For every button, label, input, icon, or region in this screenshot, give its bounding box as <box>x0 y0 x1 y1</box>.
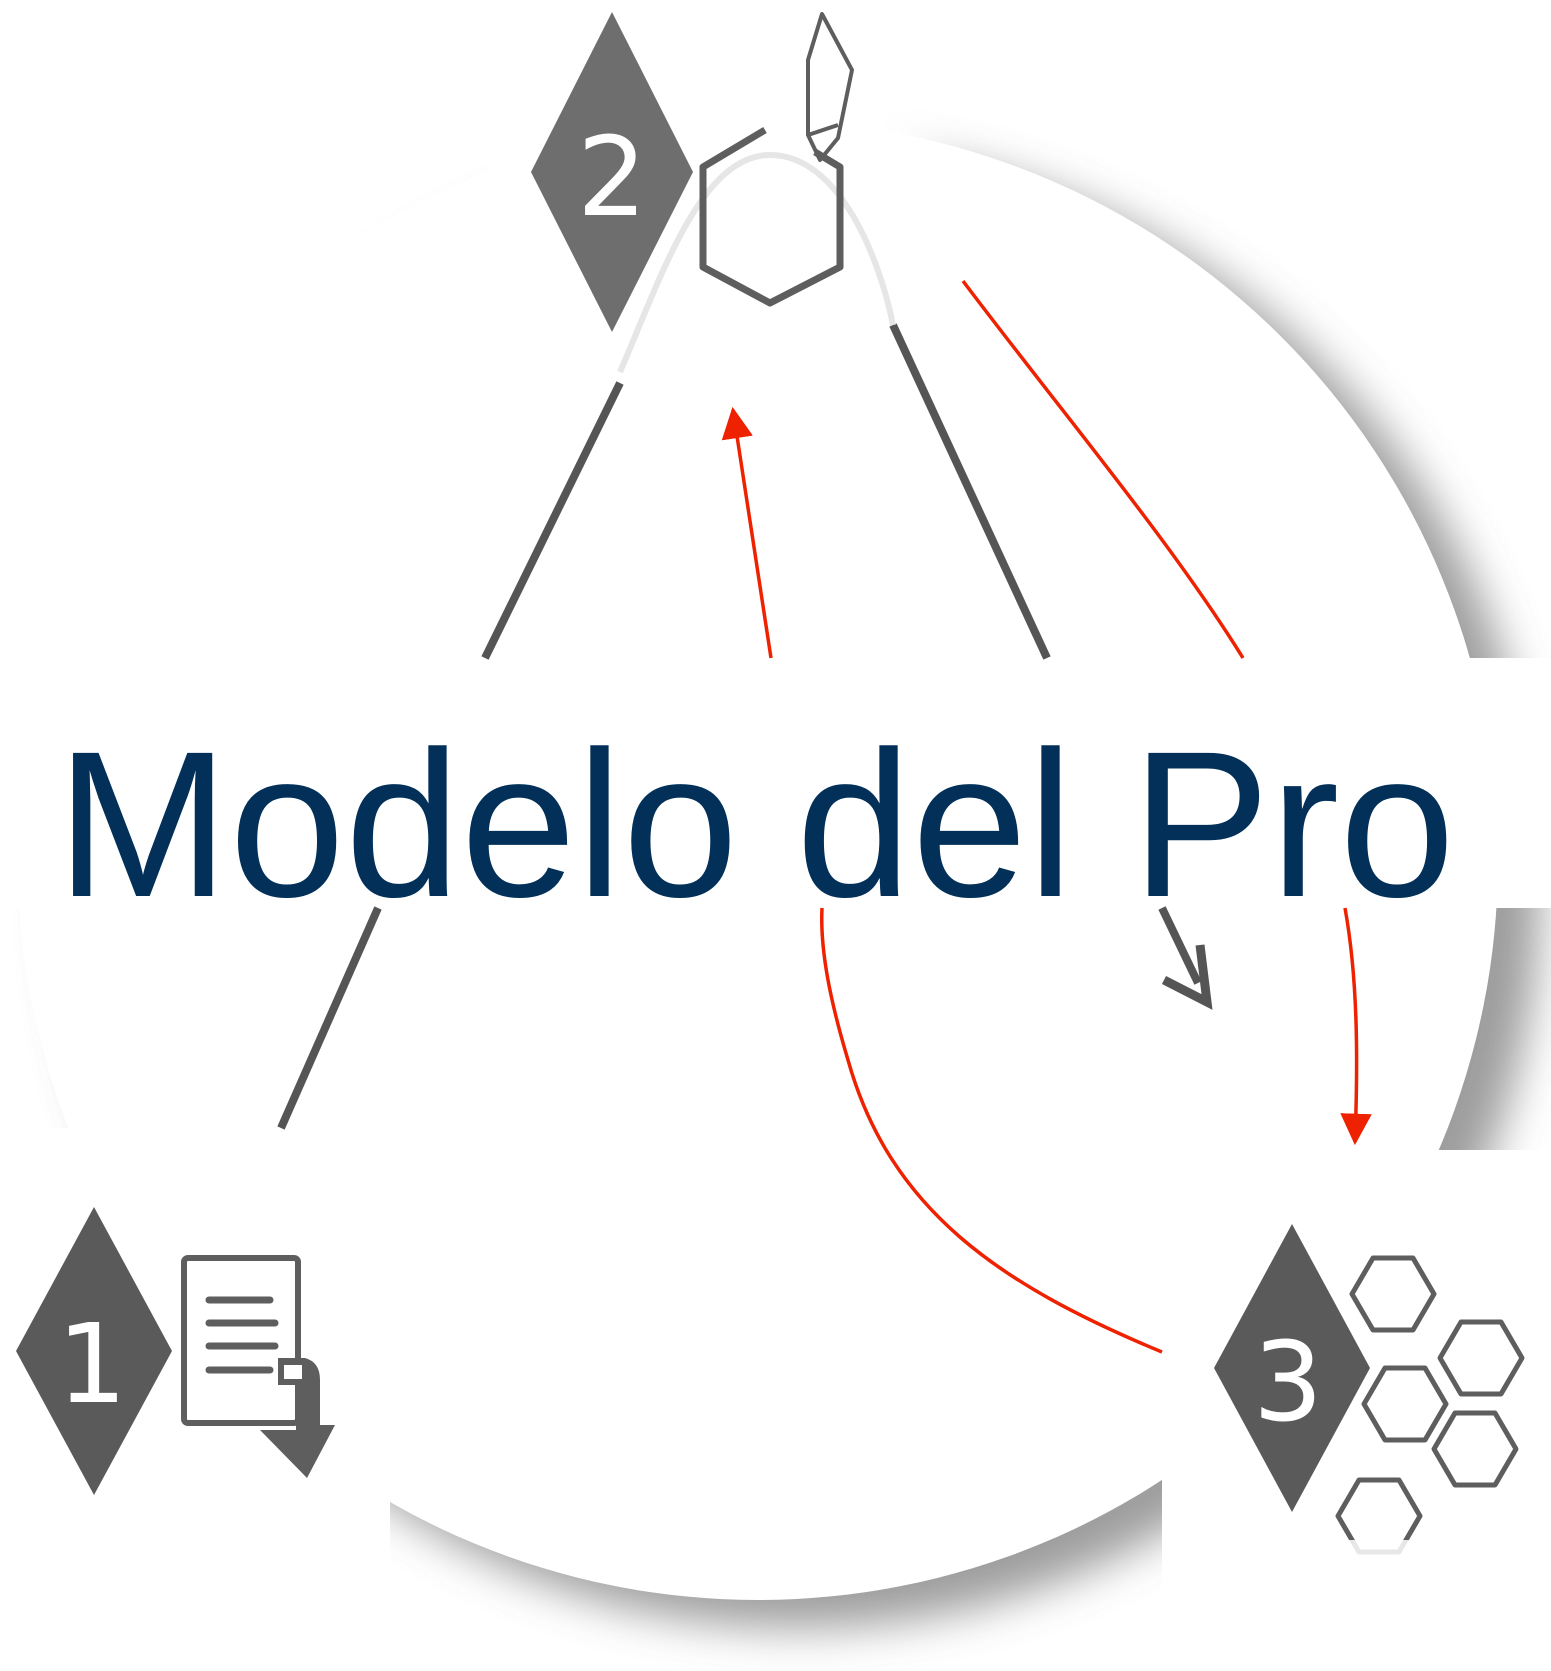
faint-arc <box>617 151 896 374</box>
connector-lines <box>277 323 1213 1130</box>
step-2: 2 <box>531 12 854 332</box>
arrow-3-to-2-curve <box>819 907 1163 1354</box>
page-title: Modelo del Pro <box>56 709 1455 941</box>
connector-2-to-1-upper <box>481 381 624 660</box>
step-1-diamond <box>16 1207 172 1495</box>
document-download-icon <box>181 1255 335 1478</box>
connector-2-to-3-lower <box>1158 906 1202 985</box>
step-3-diamond <box>1214 1224 1370 1512</box>
connector-2-to-1-lower <box>277 906 382 1130</box>
arrow-2-to-3-upper <box>961 279 1245 659</box>
step-2-number: 2 <box>577 113 647 241</box>
step-3: 3 <box>1214 1224 1525 1570</box>
red-arrows <box>721 279 1372 1354</box>
step-3-number: 3 <box>1253 1318 1323 1446</box>
arrow-to-step-2 <box>721 406 773 659</box>
connector-arrowhead <box>1161 944 1213 1010</box>
icon-fade-bottom <box>1330 1540 1430 1570</box>
molecule-pen-icon <box>699 12 854 307</box>
arrow-2-to-3-lower <box>1340 907 1372 1146</box>
step-1: 1 <box>16 1207 335 1495</box>
connector-2-to-3-upper <box>889 323 1051 660</box>
step-1-number: 1 <box>57 1300 127 1428</box>
step-2-diamond <box>531 12 693 332</box>
